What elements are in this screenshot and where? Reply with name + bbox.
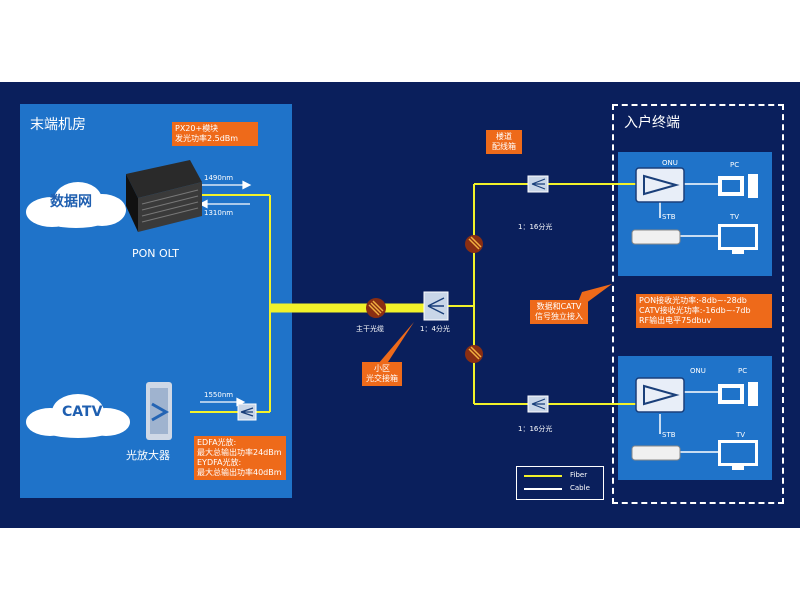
splitter-1-4 xyxy=(423,291,449,321)
data-network-cloud xyxy=(26,182,126,228)
stb-label-bottom: STB xyxy=(662,431,676,439)
splitter-top xyxy=(527,175,549,193)
olt-device xyxy=(126,160,202,232)
tv-device-top xyxy=(718,224,758,254)
split-1-16-top-label: 1：16分光 xyxy=(518,223,553,231)
onu-device-top xyxy=(635,167,685,203)
head-end-title: 末端机房 xyxy=(30,117,86,133)
connector-top xyxy=(465,235,483,253)
tv-label-bottom: TV xyxy=(736,431,746,439)
pc-device-top xyxy=(718,174,758,198)
amplifier-device xyxy=(146,382,172,440)
legend-fiber-label: Fiber xyxy=(570,471,588,479)
amplifier-label: 光放大器 xyxy=(126,449,170,462)
pc-device-bottom xyxy=(718,382,758,406)
legend xyxy=(516,466,604,500)
tv-label-top: TV xyxy=(730,213,740,221)
wavelength-1490: 1490nm xyxy=(204,174,234,182)
user-end-panel xyxy=(612,104,784,504)
building-box-callout: 楼道 配线箱 xyxy=(486,130,522,154)
wavelength-1550: 1550nm xyxy=(204,391,234,399)
onu-label-top: ONU xyxy=(662,159,678,167)
wavelength-1310: 1310nm xyxy=(204,209,234,217)
olt-label: PON OLT xyxy=(132,247,180,260)
onu-label-bottom: ONU xyxy=(690,367,706,375)
pc-label-bottom: PC xyxy=(738,367,748,375)
community-box-callout: 小区 光交接箱 xyxy=(362,362,402,386)
stb-device-top xyxy=(631,229,681,245)
network-diagram: 末端机房 入户终端 xyxy=(0,82,800,528)
connector-bottom xyxy=(465,345,483,363)
data-network-label: 数据网 xyxy=(50,194,92,210)
amplifier-callout: EDFA光放: 最大总输出功率24dBm EYDFA光放: 最大总输出功率40d… xyxy=(194,436,286,480)
onu-device-bottom xyxy=(635,377,685,413)
coupler-amp xyxy=(237,403,257,421)
legend-cable-label: Cable xyxy=(570,484,590,492)
stb-label-top: STB xyxy=(662,213,676,221)
user-end-title: 入户终端 xyxy=(624,115,680,131)
olt-callout: PX20+模块 发光功率2.5dBm xyxy=(172,122,258,146)
pc-label-top: PC xyxy=(730,161,740,169)
tv-device-bottom xyxy=(718,440,758,470)
trunk-cable-label: 主干光缆 xyxy=(356,325,384,333)
split-1-16-bottom-label: 1：16分光 xyxy=(518,425,553,433)
trunk-connector xyxy=(366,298,386,318)
split-1-4-label: 1：4分光 xyxy=(420,325,450,333)
stb-device-bottom xyxy=(631,445,681,461)
catv-cloud xyxy=(26,394,130,438)
power-callout: PON接收光功率:-8db~-28db CATV接收光功率:-16db~-7db… xyxy=(636,294,772,328)
access-callout: 数据和CATV 信号独立接入 xyxy=(530,300,588,324)
splitter-bottom xyxy=(527,395,549,413)
wiring xyxy=(126,160,758,490)
catv-label: CATV xyxy=(62,404,103,420)
